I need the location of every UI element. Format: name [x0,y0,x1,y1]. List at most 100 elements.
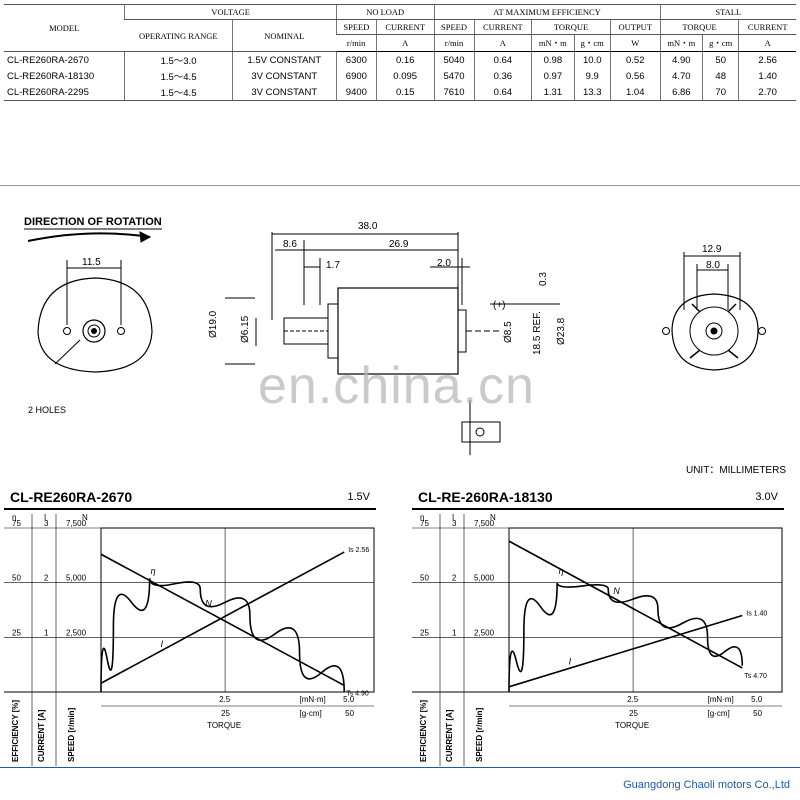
curve-label-efficiency: η [151,566,156,576]
chart-voltage: 1.5V [347,491,370,503]
x-axis-label: TORQUE [615,721,649,730]
tick-label-torque-gcm: 50 [345,709,354,718]
series-line-current [100,551,345,684]
dim-2-0: 2.0 [437,258,451,269]
cell-nominal: 3V CONSTANT [231,84,337,101]
cell-st-torque-mnm: 4.90 [659,51,703,68]
cell-nl-current: 0.095 [375,68,435,84]
tick-label-efficiency: 50 [12,574,21,583]
rotation-arrowhead [139,231,152,243]
end-view-left: 11.5 2 HOLES [28,257,153,415]
unit-st-torque-mnm: mN・m [659,34,703,52]
header-nominal: NOMINAL [231,19,337,52]
spec-table: MODEL VOLTAGE NO LOAD AT MAXIMUM EFFICIE… [4,4,796,101]
series-line-efficiency [100,578,346,693]
header-no-load: NO LOAD [335,4,435,20]
chart-title: CL-RE260RA-2670 [10,489,133,505]
dia-19: Ø19.0 [208,310,219,338]
tick-label-current: 3 [452,519,457,528]
unit-note: UNIT：MILLIMETERS [685,465,786,476]
unit-me-torque-gcm: g・cm [573,34,611,52]
series-line-speed [508,540,743,669]
cell-me-torque-mnm: 0.98 [531,51,575,68]
cell-me-torque-mnm: 0.97 [531,68,575,84]
dimension-drawing: DIRECTION OF ROTATION 11.5 2 HOLES 38.0 … [24,216,766,455]
cell-me-torque-gcm: 9.9 [573,68,611,84]
x-axis-label: TORQUE [207,721,241,730]
tick-label-efficiency: 50 [420,574,429,583]
company-name: Guangdong Chaoli motors Co.,Ltd [623,779,790,791]
dia-23-8: Ø23.8 [556,317,567,345]
cell-model: CL-RE260RA-18130 [7,70,95,82]
unit-me-torque-mnm: mN・m [531,34,575,52]
unit-nl-speed: r/min [336,34,377,52]
plus-terminal-label: (+) [493,300,506,311]
dia-8-5: Ø8.5 [503,321,514,343]
cell-me-output: 1.04 [609,84,661,101]
dim-11-5: 11.5 [82,257,101,268]
cell-st-torque-gcm: 50 [702,51,739,68]
tick-label-current: 2 [452,574,457,583]
dim-12-9: 12.9 [702,244,722,255]
tick-label-speed: 5,000 [66,574,87,583]
tick-label-current: 1 [44,628,49,637]
series-line-current [508,614,743,688]
cell-nl-current: 0.16 [375,51,435,68]
chart-header: CL-RE-260RA-18130 3.0V [412,486,784,510]
cell-st-torque-gcm: 70 [702,84,739,101]
cell-st-torque-mnm: 6.86 [659,84,703,101]
ref-18-5: 18.5 REF. [532,311,543,355]
chart-header: CL-RE260RA-2670 1.5V [4,486,376,510]
tick-label-current: 1 [452,628,457,637]
curve-label-speed: N [613,586,620,596]
unit-mnm: [mN·m] [300,695,326,704]
cell-st-torque-gcm: 48 [702,68,739,84]
header-nl-speed: SPEED [335,19,377,35]
cell-me-current: 0.36 [473,68,532,84]
unit-me-output: W [609,34,661,52]
unit-nl-current: A [375,34,435,52]
tick-label-speed: 7,500 [66,519,87,528]
cell-st-current: 2.70 [738,84,796,101]
tick-label-torque-mnm: 5.0 [343,695,355,704]
speed-axis-symbol: N [82,513,88,522]
header-me-output: OUTPUT [609,19,661,35]
chart-voltage: 3.0V [755,491,778,503]
curve-label-efficiency: η [559,566,564,576]
dim-1-7: 1.7 [326,260,340,271]
cell-me-speed: 5470 [433,68,474,84]
y-axis-label-current: CURRENT [A] [445,709,454,762]
dim-38: 38.0 [358,221,378,232]
header-stall: STALL [659,4,796,20]
cell-model: CL-RE260RA-2295 [4,84,125,101]
cell-nl-speed: 6900 [335,68,377,84]
tick-label-efficiency: 75 [420,519,429,528]
stall-current-label: Is 1.40 [746,610,767,617]
cell-me-current: 0.64 [473,84,532,101]
tick-label-torque-mnm: 2.5 [627,695,639,704]
unit-me-speed: r/min [433,34,474,52]
header-me-speed: SPEED [433,19,474,35]
tick-label-speed: 7,500 [474,519,495,528]
cell-st-current: 2.56 [738,51,796,68]
unit-st-current: A [738,34,796,52]
stall-current-label: Is 2.56 [348,547,369,554]
cell-nl-speed: 6300 [335,51,377,68]
header-me-torque: TORQUE [531,19,611,35]
header-me-current: CURRENT [473,19,532,35]
header-model: MODEL [4,4,125,52]
cell-me-speed: 5040 [433,51,474,68]
y-axis-label-efficiency: EFFICIENCY [%] [419,700,428,762]
dim-26-9: 26.9 [389,239,409,250]
header-max-efficiency: AT MAXIMUM EFFICIENCY [433,4,661,20]
cell-nominal: 3V CONSTANT [231,68,337,84]
tick-label-torque-mnm: 2.5 [219,695,231,704]
header-st-torque: TORQUE [659,19,739,35]
cell-nominal: 1.5V CONSTANT [231,51,337,68]
cell-st-current: 1.40 [738,68,796,84]
tick-label-torque-gcm: 25 [221,709,230,718]
tick-label-efficiency: 25 [420,628,429,637]
